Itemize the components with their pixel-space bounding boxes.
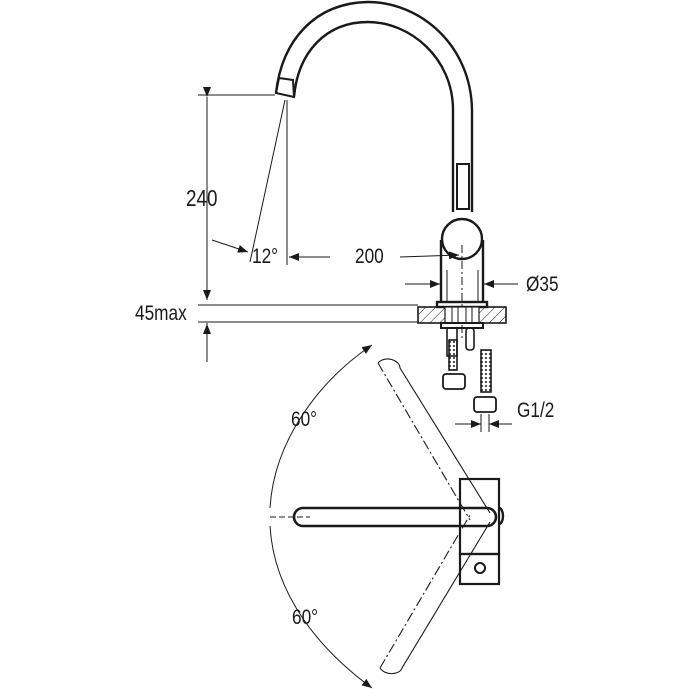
spout	[274, 0, 474, 212]
hose-left	[448, 339, 458, 371]
dimension-reach-label: 200	[355, 245, 384, 268]
dimension-height-label: 240	[186, 185, 218, 211]
top-view	[269, 344, 505, 689]
lever	[456, 163, 470, 210]
nut-left	[442, 373, 466, 390]
nut-right	[473, 396, 497, 413]
mount-block	[458, 477, 501, 556]
dimension-thread-label: G1/2	[517, 399, 555, 422]
dimension-deck-label: 45max	[135, 302, 187, 325]
hose-right	[480, 349, 492, 393]
dimension-diameter-label: Ø35	[526, 273, 559, 296]
swivel-angle-lower-label: 60°	[292, 606, 319, 629]
swivel-angle-upper-label: 60°	[291, 408, 318, 431]
dimension-angle-label: 12°	[252, 245, 279, 268]
dimension-lines	[198, 87, 518, 432]
